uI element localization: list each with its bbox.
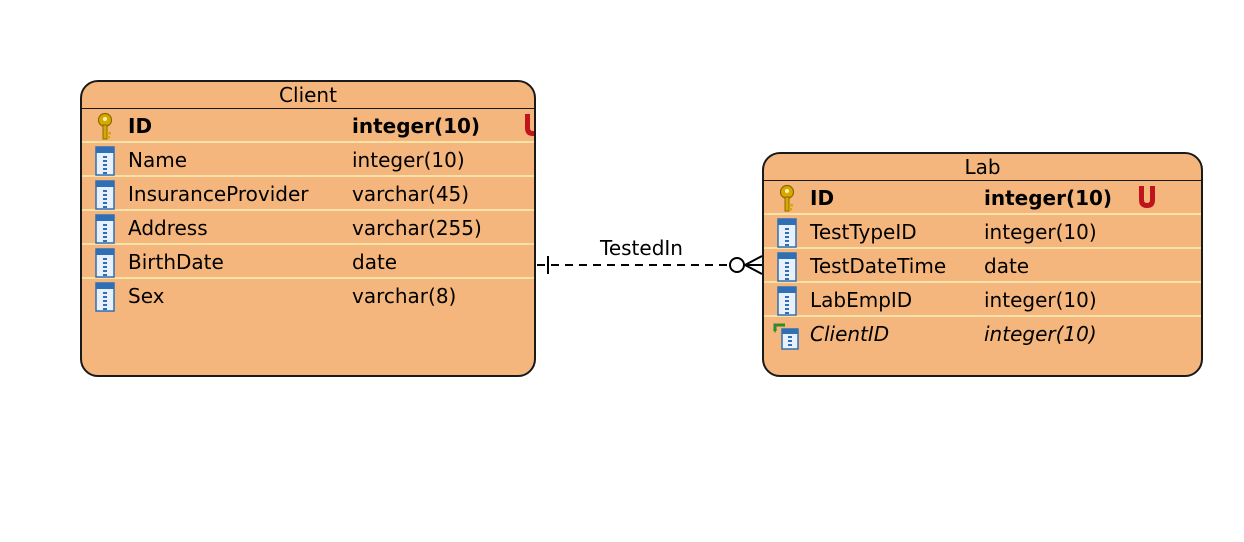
column-name: BirthDate (128, 250, 224, 274)
foreign-key-icon (772, 320, 802, 360)
client-entity[interactable]: Client ID integer(10) Name integer(10) Insur… (80, 80, 536, 377)
column-row-testdatetime[interactable]: TestDateTime date (764, 249, 1201, 283)
column-type: integer(10) (352, 148, 465, 172)
column-type: varchar(8) (352, 284, 457, 308)
column-type: varchar(45) (352, 182, 470, 206)
column-type: integer(10) (984, 288, 1097, 312)
unique-constraint-icon (1136, 183, 1158, 221)
column-name: Name (128, 148, 188, 172)
column-row-labempid[interactable]: LabEmpID integer(10) (764, 283, 1201, 317)
column-icon (94, 214, 116, 254)
primary-key-icon (776, 184, 798, 224)
crows-foot-lower (744, 264, 763, 275)
column-name: ID (128, 114, 153, 138)
column-icon (94, 248, 116, 288)
column-row-sex[interactable]: Sex varchar(8) (82, 279, 534, 313)
column-icon (776, 218, 798, 258)
column-row-id[interactable]: ID integer(10) (764, 181, 1201, 215)
column-type: integer(10) (352, 114, 481, 138)
column-name: Address (128, 216, 208, 240)
column-row-insuranceprovider[interactable]: InsuranceProvider varchar(45) (82, 177, 534, 211)
column-type: integer(10) (984, 186, 1113, 210)
entity-rows: ID integer(10) Name integer(10) InsurancePro… (82, 109, 534, 313)
crows-foot-upper (744, 255, 763, 266)
column-type: date (352, 250, 398, 274)
column-row-clientid[interactable]: ClientID integer(10) (764, 317, 1201, 351)
column-type: integer(10) (984, 220, 1097, 244)
column-name: InsuranceProvider (128, 182, 309, 206)
unique-constraint-icon (522, 111, 534, 149)
column-row-birthdate[interactable]: BirthDate date (82, 245, 534, 279)
column-icon (94, 282, 116, 322)
column-name: TestTypeID (810, 220, 917, 244)
column-icon (94, 146, 116, 186)
relationship-label: TestedIn (600, 236, 683, 260)
entity-title: Client (82, 82, 534, 109)
column-icon (776, 252, 798, 292)
column-row-name[interactable]: Name integer(10) (82, 143, 534, 177)
primary-key-icon (94, 112, 116, 152)
column-row-id[interactable]: ID integer(10) (82, 109, 534, 143)
entity-rows: ID integer(10) TestTypeID integer(10) TestDa… (764, 181, 1201, 351)
column-type: date (984, 254, 1030, 278)
entity-title: Lab (764, 154, 1201, 181)
zero-optional-marker (729, 257, 745, 273)
column-name: ID (810, 186, 835, 210)
column-row-testtypeid[interactable]: TestTypeID integer(10) (764, 215, 1201, 249)
column-name: Sex (128, 284, 165, 308)
column-row-address[interactable]: Address varchar(255) (82, 211, 534, 245)
column-icon (776, 286, 798, 326)
column-name: LabEmpID (810, 288, 913, 312)
column-icon (94, 180, 116, 220)
column-name: ClientID (810, 322, 890, 346)
column-type: varchar(255) (352, 216, 482, 240)
column-name: TestDateTime (810, 254, 947, 278)
column-type: integer(10) (984, 322, 1097, 346)
